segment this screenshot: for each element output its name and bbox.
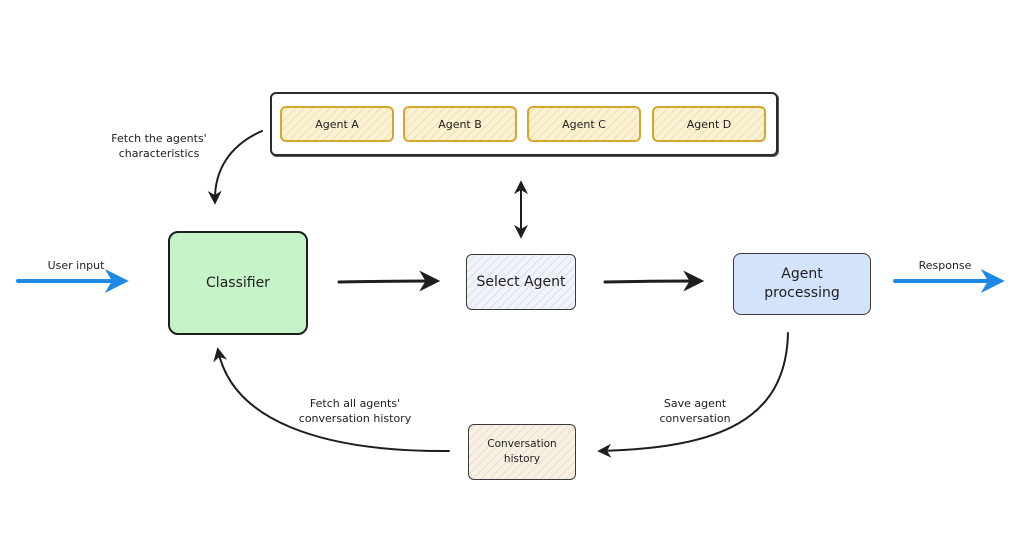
fetch-history-arrow [213, 347, 450, 453]
agent-processing-node: Agent processing [733, 253, 871, 315]
fetch-characteristics-arrow [207, 130, 263, 205]
fetch-history-label: Fetch all agents' conversation history [298, 397, 412, 425]
user-input-label: User input [47, 259, 105, 272]
save-conversation-arrow [597, 332, 789, 458]
classifier-to-select-arrow [337, 270, 441, 292]
agent-d-box: Agent D [652, 106, 766, 142]
response-label: Response [918, 259, 972, 272]
select-to-processing-arrow [603, 270, 705, 292]
agent-b-box: Agent B [403, 106, 517, 142]
agent-a-box: Agent A [280, 106, 394, 142]
save-conversation-label: Save agent conversation [659, 397, 731, 425]
agent-c-box: Agent C [527, 106, 641, 142]
conversation-history-node: Conversation history [468, 424, 576, 480]
fetch-characteristics-label: Fetch the agents' characteristics [111, 132, 207, 160]
classifier-node: Classifier [168, 231, 308, 335]
select-agent-node: Select Agent [466, 254, 576, 310]
